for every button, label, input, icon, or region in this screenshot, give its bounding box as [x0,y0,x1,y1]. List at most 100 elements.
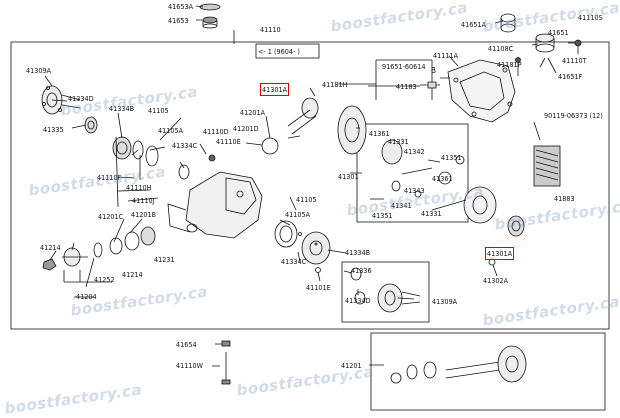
bolt-41110T [515,57,521,76]
part-label-41231: 41231 [154,255,175,264]
part-label-41214-a: 41214 [40,243,61,252]
box-letter-b: B [431,66,436,75]
bearing-41201B [124,231,140,251]
bracket-box [255,43,320,59]
part-label-41653: 41653 [168,16,189,25]
part-label-41181P: 41181P [497,60,522,69]
part-label-41336: 41336 [351,266,372,275]
bolt-41110S [574,39,582,54]
part-label-41361-a: 41361 [369,129,390,138]
part-label-41334C: 41334C [172,141,198,150]
part-label-91651: 91651-60614 [382,62,426,71]
washer-41201C [109,237,123,255]
filler-plug-41654 [221,340,231,347]
part-label-41111A: 41111A [433,51,458,60]
bearing-41334B-left [112,136,132,160]
part-label-41309A-mid: 41309A [432,297,457,306]
cap-41651A [500,13,516,33]
part-label-41110E: 41110E [216,137,241,146]
bracket-note: <- 1 (9604- ) [258,47,300,56]
main-frame [10,41,610,330]
part-label-41108C: 41108C [488,44,514,53]
part-label-41110H: 41110H [126,183,152,192]
filter-41883 [533,145,561,187]
axle-shaft-41201 [390,345,527,384]
part-label-41110: 41110 [260,25,281,34]
part-label-41331-a: 41331 [388,137,409,146]
part-label-41110F: 41110F [97,173,122,182]
part-label-41334B-mid: 41334B [345,248,371,257]
bolt-41110D [208,154,216,162]
shim-41334C-left [178,164,190,180]
bolt-41101E [315,267,321,273]
flange-41214 [62,247,88,267]
part-label-41334D-mid: 41334D [345,296,371,305]
rear-cover-41111A [447,59,516,123]
part-label-41101E: 41101E [306,283,331,292]
part-label-41343: 41343 [404,186,425,195]
part-label-41204: 41204 [76,292,97,301]
flange-41334B-mid [298,232,318,246]
part-label-41301A-top: 41301A [260,83,289,96]
cap-41651 [535,33,555,53]
part-label-41201B: 41201B [131,210,157,219]
drive-pinion-41201A [261,97,319,155]
bearing-41105-mid [301,231,331,265]
nut-41214-left [42,258,57,271]
flange-41309A-mid [377,283,421,313]
part-label-41110T: 41110T [562,56,587,65]
axle-sub-frame [370,332,606,411]
part-label-41201: 41201 [341,361,362,370]
nut-41302A [488,258,496,266]
ring-gear [337,105,367,155]
part-label-41334D-left: 41334D [68,94,94,103]
oil-seal-41301A [507,215,525,237]
part-label-41361-b: 41361 [432,174,453,183]
part-label-41105A: 41105A [158,126,183,135]
part-label-41201A: 41201A [240,108,265,117]
part-label-41110D: 41110D [203,127,229,136]
part-label-41181H: 41181H [322,80,348,89]
part-label-41183: 41183 [396,82,417,91]
carrier-housing-41110 [167,171,263,239]
part-label-41214-b: 41214 [122,270,143,279]
part-label-41105-mid: 41105 [296,195,317,204]
part-label-41335: 41335 [43,125,64,134]
part-label-41105: 41105 [148,106,169,115]
part-label-41201D: 41201D [233,124,259,133]
part-label-41351-b: 41351 [372,211,393,220]
pinion-sub-frame [341,261,430,323]
plug-41183 [427,81,437,89]
part-label-41110J: 41110J [132,196,155,205]
bolt-41110W [221,352,231,385]
part-label-41654: 41654 [176,340,197,349]
part-label-41334B-left: 41334B [109,104,135,113]
bearing-41105A-left [132,140,159,167]
part-label-41201C: 41201C [98,212,124,221]
part-label-41252: 41252 [94,275,115,284]
part-label-41653A: 41653A [168,2,193,11]
part-label-41110S: 41110S [578,13,603,22]
part-label-41351-r: 41351 [441,153,462,162]
part-label-41341: 41341 [391,201,412,210]
part-label-41342: 41342 [404,147,425,156]
part-label-41651: 41651 [548,28,569,37]
seal-41334D-mid [354,291,366,305]
part-label-41883: 41883 [554,194,575,203]
seal-41335 [84,116,98,134]
part-label-41301: 41301 [338,172,359,181]
part-label-41651A: 41651A [461,20,486,29]
part-label-41334C-mid: 41334C [281,257,307,266]
diff-gear-set [381,139,465,198]
part-label-41302A: 41302A [483,276,508,285]
diff-case-41301 [463,186,497,224]
race-41231 [140,226,156,246]
part-label-41309A: 41309A [26,66,51,75]
part-label-41110W: 41110W [176,361,203,370]
part-label-41331-b: 41331 [421,209,442,218]
part-label-41651F: 41651F [558,72,583,81]
spacer-41334C-mid [274,220,298,248]
cap-41653A [199,3,221,29]
